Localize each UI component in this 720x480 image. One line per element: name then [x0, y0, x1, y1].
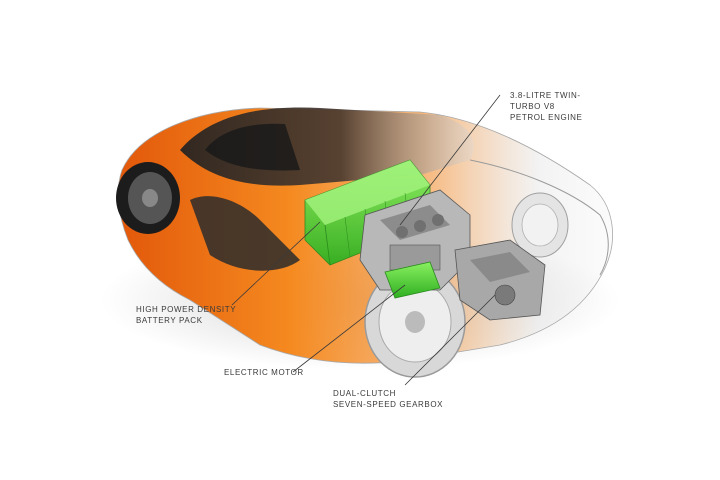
- leader-engine: [399, 94, 501, 226]
- gearbox-label-line2: SEVEN-SPEED GEARBOX: [333, 400, 444, 409]
- rear-chassis-outline: [469, 159, 609, 276]
- engine-block: [359, 189, 471, 291]
- engine-label-line3: PETROL ENGINE: [510, 113, 583, 122]
- battery-label-line2: BATTERY PACK: [136, 316, 203, 325]
- motor-label: ELECTRIC MOTOR: [224, 367, 304, 378]
- rear-wheel: [116, 162, 180, 234]
- leader-battery: [231, 221, 321, 306]
- gearbox: [454, 239, 546, 321]
- engine-label-line1: 3.8-LITRE TWIN-: [510, 91, 581, 100]
- leader-gearbox: [404, 294, 496, 386]
- gearbox-label-line1: DUAL-CLUTCH: [333, 389, 397, 398]
- battery-label: HIGH POWER DENSITY BATTERY PACK: [136, 304, 236, 326]
- side-intake: [190, 196, 300, 271]
- side-window: [205, 123, 300, 171]
- gearbox-label: DUAL-CLUTCH SEVEN-SPEED GEARBOX: [333, 388, 443, 410]
- far-front-wheel: [511, 192, 569, 258]
- motor-label-line1: ELECTRIC MOTOR: [224, 368, 304, 377]
- leader-motor: [292, 284, 406, 373]
- electric-motor: [384, 261, 441, 299]
- battery-label-line1: HIGH POWER DENSITY: [136, 305, 237, 314]
- engine-label: 3.8-LITRE TWIN- TURBO V8 PETROL ENGINE: [510, 90, 582, 123]
- engine-label-line2: TURBO V8: [510, 102, 555, 111]
